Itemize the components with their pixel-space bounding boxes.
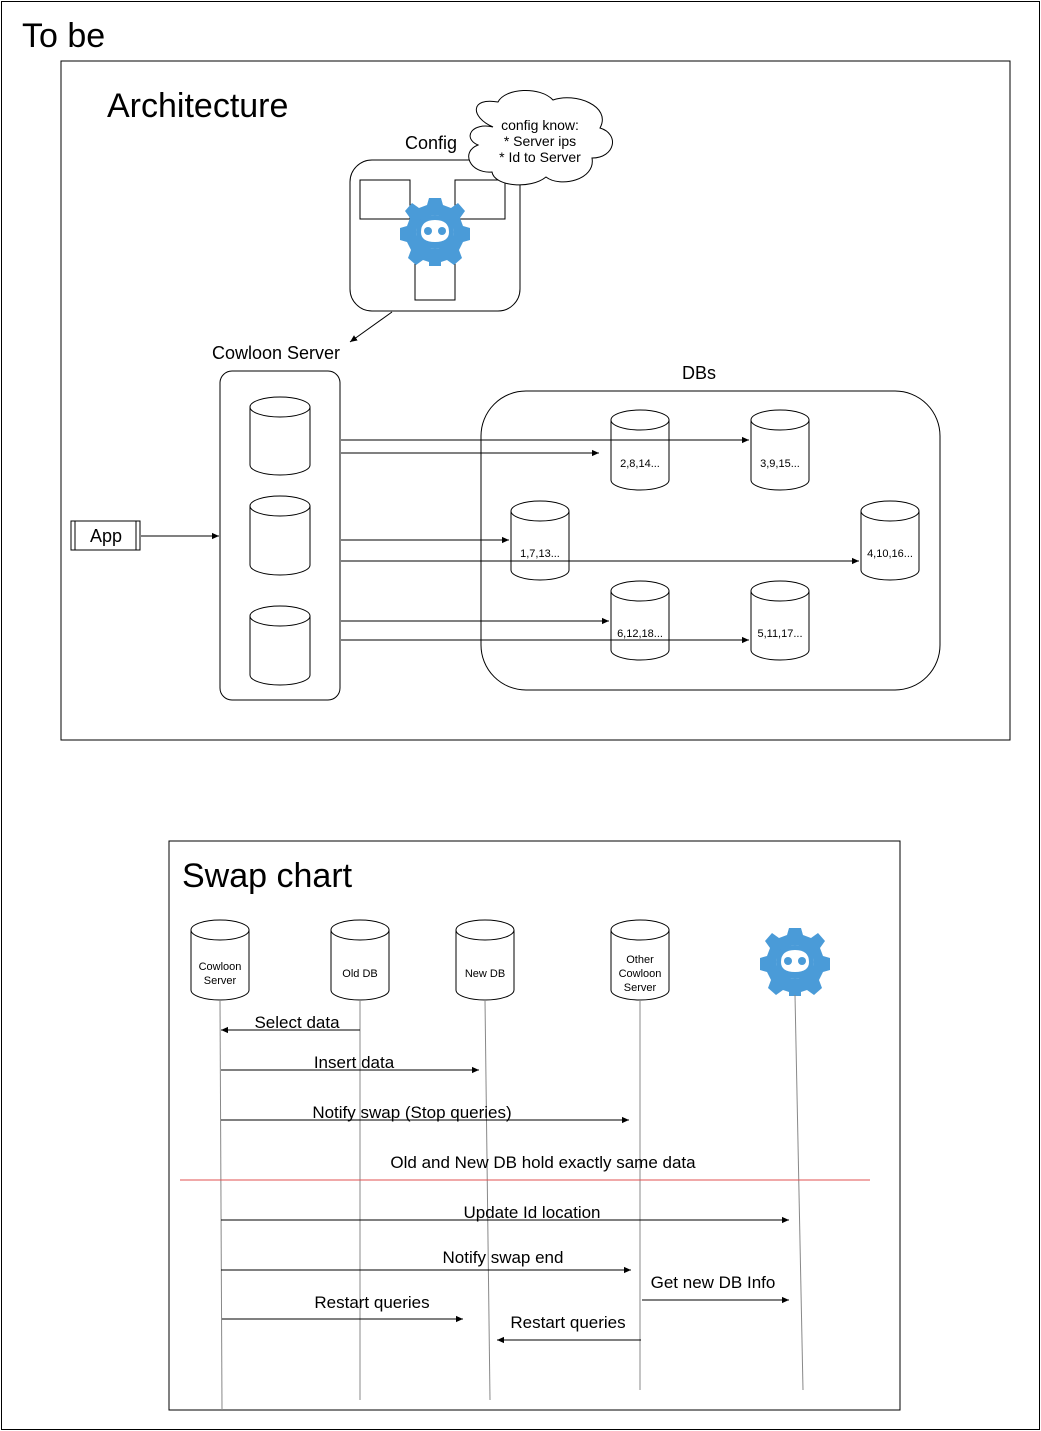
participant-old-db: Old DB: [330, 919, 390, 1001]
config-to-server-arrow: [349, 311, 393, 343]
db-shard-4-10-16: 4,10,16...: [860, 500, 920, 581]
etcd-icon: [400, 198, 470, 266]
server-db-1: [249, 396, 311, 476]
db-shard-3-9-15: 3,9,15...: [750, 409, 810, 491]
lifeline-etcd: [794, 994, 804, 1391]
db-label: 5,11,17...: [757, 628, 802, 640]
config-note-line-2: * Server ips: [504, 133, 576, 149]
participant-cowloon-server: Cowloon Server: [190, 919, 250, 1001]
participant-label: Other: [626, 954, 654, 966]
server-label: Cowloon Server: [212, 343, 340, 363]
config-label: Config: [405, 133, 457, 153]
lifeline-cowloon-server: [219, 999, 223, 1411]
participant-label: Old DB: [342, 968, 377, 980]
swap-chart-title: Swap chart: [182, 857, 353, 895]
participant-etcd-icon: [760, 928, 830, 996]
server-db-3: [249, 605, 311, 686]
config-box: [349, 159, 521, 312]
db-shard-6-12-18: 6,12,18...: [610, 580, 670, 661]
db-shard-1-7-13: 1,7,13...: [510, 500, 570, 581]
config-note-line-1: config know:: [501, 117, 579, 133]
msg-notify-swap: Notify swap (Stop queries): [312, 1103, 511, 1122]
divider-label: Old and New DB hold exactly same data: [390, 1153, 696, 1172]
architecture-title: Architecture: [107, 87, 288, 125]
participant-other-cowloon-server: Other Cowloon Server: [610, 919, 670, 1001]
server-box: [219, 370, 341, 701]
msg-select-data: Select data: [254, 1013, 340, 1032]
server-db-2: [249, 495, 311, 576]
db-label: 6,12,18...: [617, 628, 663, 640]
msg-insert-data: Insert data: [314, 1053, 395, 1072]
participant-label: Server: [624, 982, 657, 994]
db-label: 1,7,13...: [520, 548, 560, 560]
participant-new-db: New DB: [455, 919, 515, 1001]
config-note-line-3: * Id to Server: [499, 149, 581, 165]
architecture-frame: [60, 60, 1011, 741]
app-label: App: [90, 526, 122, 546]
msg-get-new-db-info: Get new DB Info: [651, 1273, 776, 1292]
msg-update-id-location: Update Id location: [463, 1203, 600, 1222]
lifeline-new-db: [484, 999, 491, 1401]
msg-notify-swap-end: Notify swap end: [443, 1248, 564, 1267]
db-label: 4,10,16...: [867, 548, 913, 560]
db-label: 3,9,15...: [760, 458, 800, 470]
participant-label: Cowloon: [619, 968, 662, 980]
db-shard-5-11-17: 5,11,17...: [750, 580, 810, 661]
config-node-left: [359, 179, 411, 220]
msg-restart-queries-other: Restart queries: [510, 1313, 625, 1332]
swap-chart-frame: [168, 840, 901, 1411]
app-box: [70, 520, 141, 551]
msg-restart-queries: Restart queries: [314, 1293, 429, 1312]
dbs-label: DBs: [682, 363, 716, 383]
db-label: 2,8,14...: [620, 458, 660, 470]
db-shard-2-8-14: 2,8,14...: [610, 409, 670, 491]
participant-label: Cowloon: [199, 961, 242, 973]
participant-label: New DB: [465, 968, 505, 980]
participant-label: Server: [204, 975, 237, 987]
config-note-cloud: [468, 89, 613, 186]
page-title: To be: [22, 17, 105, 55]
